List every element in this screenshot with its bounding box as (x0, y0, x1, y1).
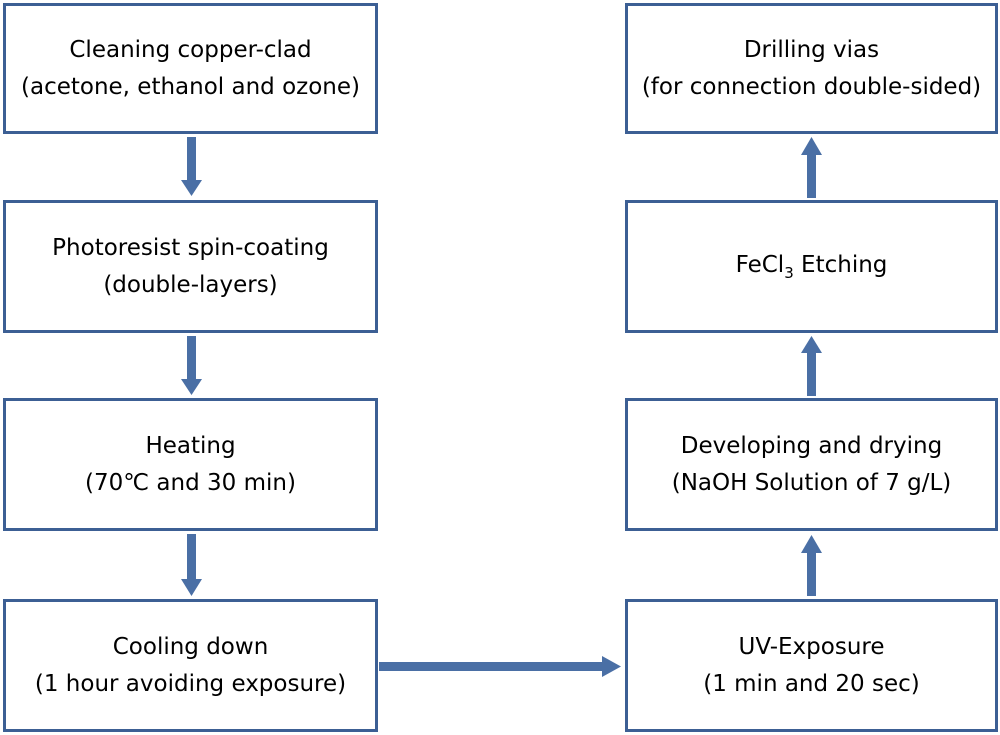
step-drilling-box: Drilling vias (for connection double-sid… (625, 3, 998, 134)
step-drilling-detail: (for connection double-sided) (641, 73, 982, 100)
etching-formula-subscript: 3 (784, 264, 794, 282)
arrow-cleaning-to-photoresist (181, 137, 202, 196)
arrow-etching-to-drilling (801, 137, 822, 198)
step-heating-title: Heating (145, 432, 236, 459)
step-uv-exposure-box: UV-Exposure (1 min and 20 sec) (625, 599, 998, 732)
arrow-photoresist-to-heating (181, 336, 202, 395)
step-cleaning-box: Cleaning copper-clad (acetone, ethanol a… (3, 3, 378, 134)
step-cooling-detail: (1 hour avoiding exposure) (34, 670, 347, 697)
step-drilling-title: Drilling vias (743, 36, 880, 63)
step-cooling-box: Cooling down (1 hour avoiding exposure) (3, 599, 378, 732)
step-developing-title: Developing and drying (680, 432, 943, 459)
etching-formula-prefix: FeCl (735, 252, 785, 278)
step-etching-box: FeCl3 Etching (625, 200, 998, 333)
step-heating-box: Heating (70℃ and 30 min) (3, 398, 378, 531)
arrow-heating-to-cooling (181, 534, 202, 596)
step-photoresist-box: Photoresist spin-coating (double-layers) (3, 200, 378, 333)
step-cleaning-title: Cleaning copper-clad (69, 36, 312, 63)
step-uv-exposure-detail: (1 min and 20 sec) (703, 670, 920, 697)
etching-formula-suffix: Etching (793, 252, 888, 278)
step-photoresist-title: Photoresist spin-coating (52, 234, 329, 261)
step-photoresist-detail: (double-layers) (103, 271, 278, 298)
step-cleaning-detail: (acetone, ethanol and ozone) (21, 73, 360, 100)
step-uv-exposure-title: UV-Exposure (738, 633, 885, 660)
step-etching-title: FeCl3 Etching (736, 247, 888, 286)
step-developing-detail: (NaOH Solution of 7 g/L) (671, 469, 952, 496)
arrow-cooling-to-uv-exposure (379, 656, 621, 677)
arrow-developing-to-etching (801, 336, 822, 396)
arrow-uv-exposure-to-developing (801, 535, 822, 596)
step-cooling-title: Cooling down (112, 633, 269, 660)
step-developing-box: Developing and drying (NaOH Solution of … (625, 398, 998, 531)
step-heating-detail: (70℃ and 30 min) (85, 469, 296, 496)
